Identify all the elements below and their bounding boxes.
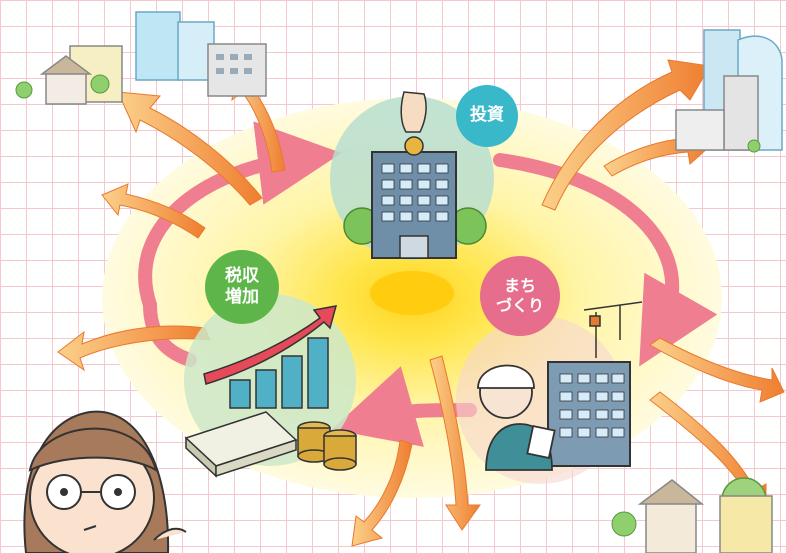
outward-arrow-left-lower (57, 325, 211, 372)
central-core (370, 271, 454, 315)
city-top-left (15, 11, 267, 105)
growth-chart-icon (229, 337, 329, 409)
crane-icon (583, 301, 643, 358)
tax-revenue-label: 税収 増加 (205, 250, 279, 324)
growth-arrow (203, 305, 338, 385)
city-bottom-right (611, 477, 773, 553)
outward-arrow-bottom-left (351, 439, 413, 547)
outward-arrow-left-upper (101, 183, 206, 239)
town-development-label: まち づくり (480, 256, 560, 336)
town-node (456, 301, 643, 484)
tax-node (184, 294, 357, 478)
investment-label: 投資 (456, 85, 518, 147)
person-face-icon (23, 410, 187, 553)
outward-arrow-bottom (429, 355, 481, 531)
money-stack-icon (184, 411, 357, 478)
outward-arrow-right-upper (541, 59, 711, 211)
coin-hand-icon (400, 91, 427, 156)
city-top-right (675, 29, 783, 153)
cycle-arrow-top-left (138, 121, 342, 312)
outward-arrow-right-lower (649, 337, 785, 403)
investment-node (330, 91, 494, 260)
construction-worker-icon (477, 364, 556, 471)
cycle-arrow-right (493, 153, 718, 367)
